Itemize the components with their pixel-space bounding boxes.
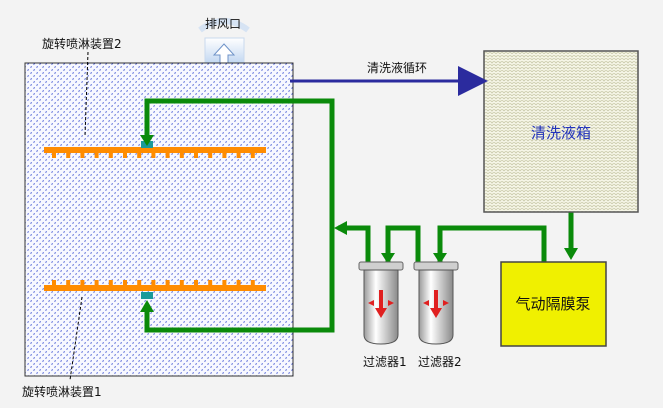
circulation-label: 清洗液循环	[367, 60, 427, 75]
sprayer-bottom-tooth	[250, 280, 255, 286]
tank-label: 清洗液箱	[531, 124, 591, 142]
rotary-sprayer-bottom	[44, 280, 266, 299]
sprayer-bottom-tooth	[94, 280, 99, 286]
pipe-pump-out	[437, 225, 547, 263]
sprayer-bottom-tooth	[52, 280, 56, 286]
sprayer-bottom-tooth	[108, 280, 113, 286]
sprayer-bottom-tooth	[66, 280, 71, 286]
sprayer-top-tooth	[208, 152, 213, 158]
sprayer-bottom-tooth	[80, 280, 85, 286]
sprayer-top-tooth	[165, 152, 170, 158]
pipe-arrow-return	[334, 221, 347, 235]
pipe-filter1-out	[338, 225, 371, 263]
exhaust-airflow	[198, 18, 250, 33]
sprayer-top-tooth	[236, 152, 241, 158]
filter-red-arrow-icon	[423, 290, 449, 318]
sprayer-bottom-label: 旋转喷淋装置1	[22, 384, 102, 399]
sprayer-bottom-tooth	[222, 280, 227, 286]
sprayer-top-tooth	[80, 152, 85, 158]
pipe-main-riser	[144, 98, 335, 333]
sprayer-top-tooth	[52, 152, 56, 158]
green-pipework	[144, 98, 574, 333]
sprayer-bottom-tooth	[123, 280, 127, 286]
sprayer-bottom-tooth	[151, 280, 156, 286]
sprayer-top-tooth	[123, 152, 127, 158]
filter2-label: 过滤器2	[418, 355, 462, 369]
filter1-label: 过滤器1	[363, 355, 407, 369]
exhaust-label: 排风口	[205, 17, 241, 31]
sprayer-top-tooth	[250, 152, 255, 158]
spray-chamber	[24, 62, 294, 377]
pipe-arrow-filter1	[381, 253, 395, 264]
sprayer-top-tooth	[108, 152, 113, 158]
sprayer-bottom-tooth	[208, 280, 213, 286]
sprayer-top-tooth	[94, 152, 99, 158]
sprayer-top-tooth	[179, 152, 184, 158]
pump-label: 气动隔膜泵	[515, 295, 590, 313]
pneumatic-diaphragm-pump	[500, 261, 607, 347]
sprayer-bottom-leader	[69, 296, 83, 381]
sprayer-bottom-tooth	[194, 280, 198, 286]
pipe-arrow-pump	[564, 248, 578, 260]
pipe-arrow-bottom	[140, 300, 154, 312]
sprayer-top-tooth	[66, 152, 71, 158]
pipe-arrow-top	[140, 135, 154, 146]
sprayer-top-tooth	[137, 152, 142, 158]
cleaning-liquid-tank	[483, 50, 639, 213]
sprayer-top-leader	[84, 51, 89, 137]
sprayer-top-tooth	[222, 152, 227, 158]
pipe-arrow-filter2	[433, 253, 447, 264]
sprayer-top-label: 旋转喷淋装置2	[42, 36, 122, 51]
sprayer-top-tooth	[194, 152, 198, 158]
sprayer-bottom-tooth	[165, 280, 170, 286]
sprayer-bottom-tooth	[137, 280, 142, 286]
pipe-filter-link	[385, 225, 421, 263]
sprayer-bottom-nozzle	[141, 292, 153, 299]
filter-2	[413, 261, 459, 345]
sprayer-bottom-tooth	[236, 280, 241, 286]
filter-1	[358, 261, 404, 345]
sprayer-bottom-tooth	[179, 280, 184, 286]
filter-red-arrow-icon	[368, 290, 394, 318]
sprayer-top-tooth	[151, 152, 156, 158]
